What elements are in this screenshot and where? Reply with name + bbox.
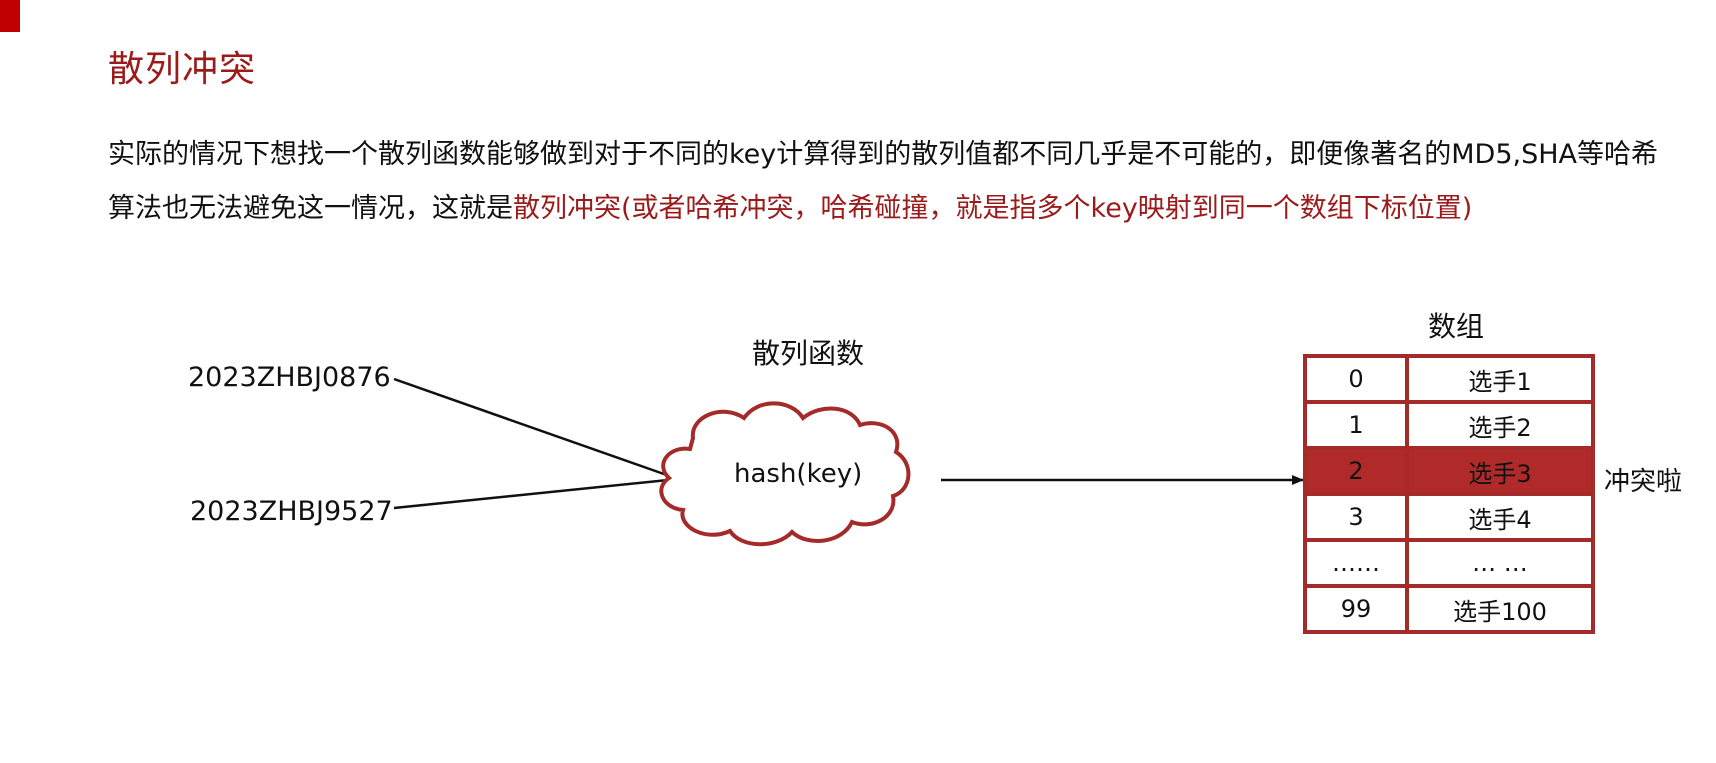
hash-function-cloud [659, 401, 911, 547]
array-index-cell: 1 [1303, 400, 1409, 450]
paragraph-text: 实际的情况下想找一个散列函数能够做到对于不同的key计算得到的散列值都不同几乎是… [108, 139, 1659, 224]
hash-function-label: 散列函数 [752, 337, 865, 370]
array-index-cell: …… [1303, 538, 1409, 588]
paragraph-highlight: 散列冲突(或者哈希冲突，哈希碰撞，就是指多个key映射到同一个数组下标位置) [513, 193, 1473, 224]
array-value-cell: 选手100 [1405, 584, 1595, 634]
array-row: ……… … [1303, 538, 1595, 588]
page-title: 散列冲突 [108, 49, 257, 90]
array-value-cell: 选手2 [1405, 400, 1595, 450]
array-index-cell: 99 [1303, 584, 1409, 634]
array-index-cell: 2 [1303, 446, 1409, 496]
collision-label: 冲突啦 [1604, 467, 1683, 497]
array-index-cell: 0 [1303, 354, 1409, 404]
key-arrow-2 [393, 475, 679, 510]
cloud-text: hash(key) [734, 459, 863, 489]
corner-mark [0, 0, 20, 32]
array-value-cell: 选手1 [1405, 354, 1595, 404]
array-index-cell: 3 [1303, 492, 1409, 542]
array-label: 数组 [1428, 310, 1485, 343]
key-arrow-1 [393, 377, 679, 481]
array-value-cell: … … [1405, 538, 1595, 588]
key-label-2: 2023ZHBJ9527 [190, 496, 393, 527]
array-value-cell: 选手4 [1405, 492, 1595, 542]
description-paragraph: 实际的情况下想找一个散列函数能够做到对于不同的key计算得到的散列值都不同几乎是… [108, 128, 1668, 236]
key-label-1: 2023ZHBJ0876 [188, 362, 391, 393]
array-value-cell: 选手3 [1405, 446, 1595, 496]
